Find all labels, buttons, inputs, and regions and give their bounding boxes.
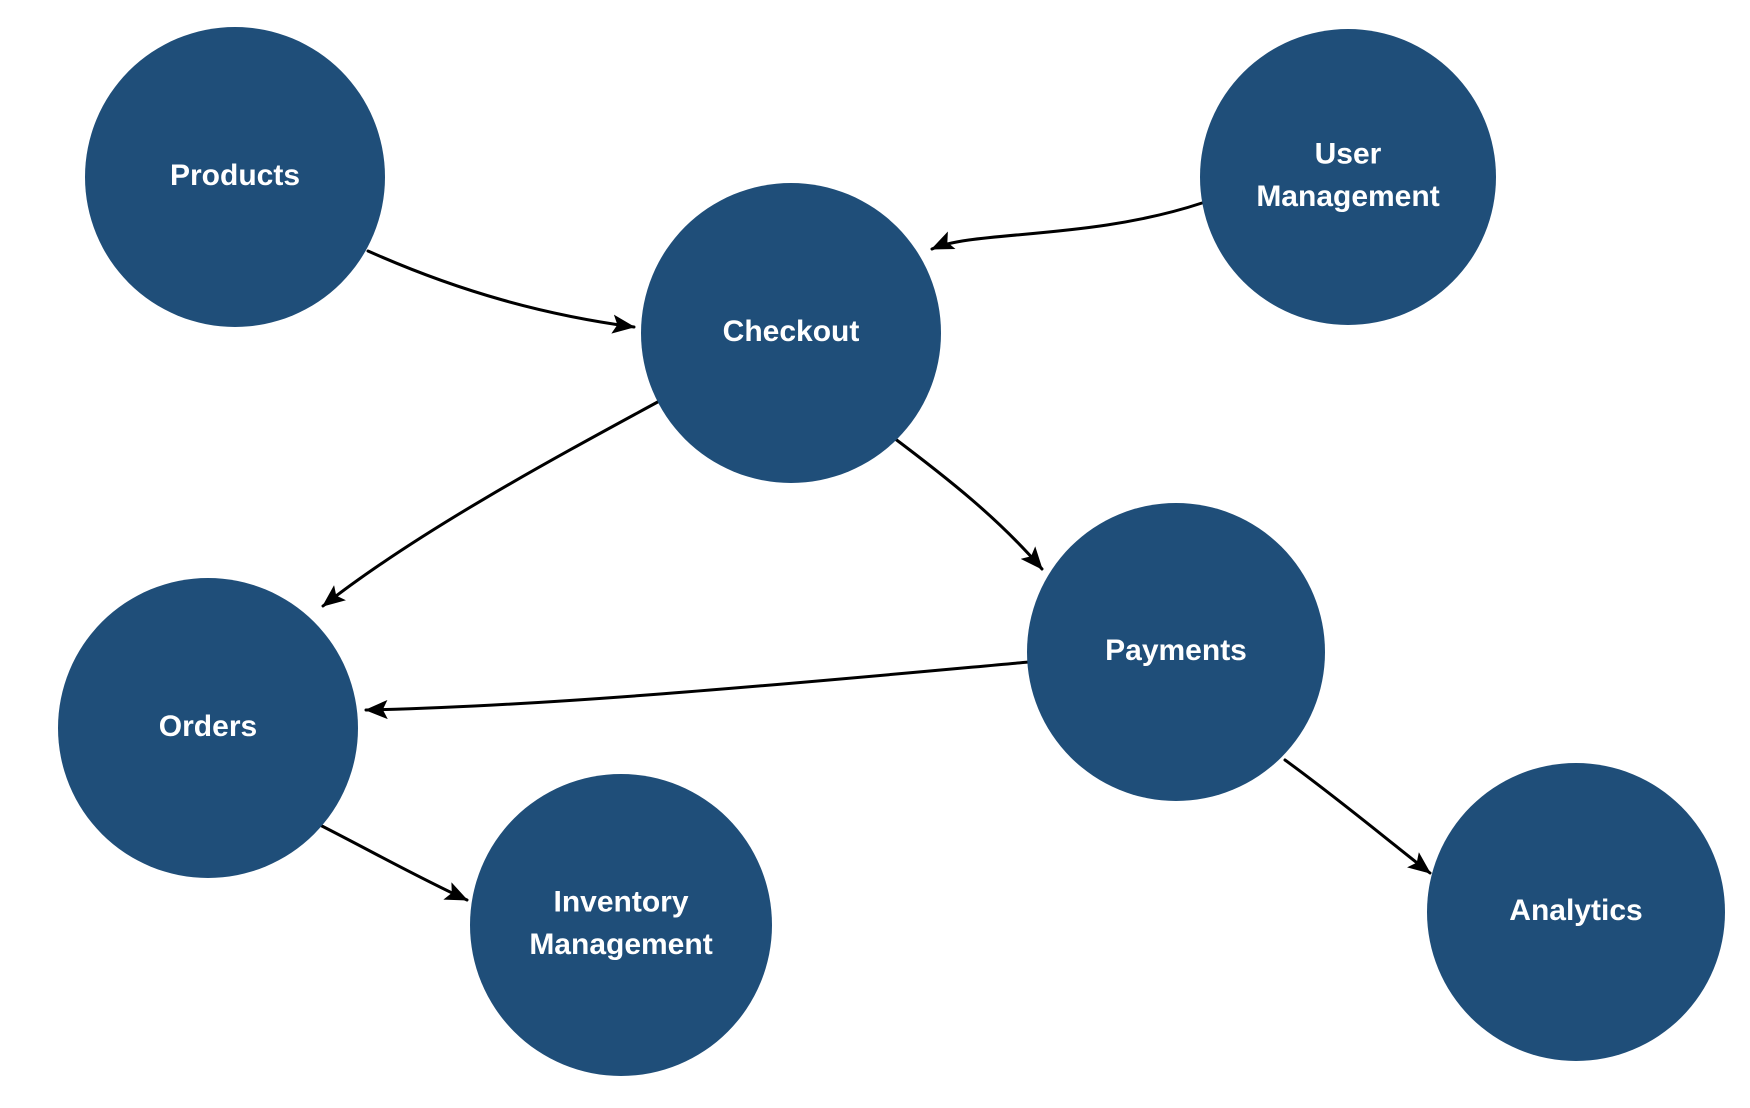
- node-label-checkout: Checkout: [723, 315, 860, 348]
- node-analytics[interactable]: Analytics: [1427, 763, 1725, 1061]
- node-label-inventory-management: Management: [529, 928, 712, 961]
- node-label-inventory-management: Inventory: [553, 886, 688, 919]
- node-payments[interactable]: Payments: [1027, 503, 1325, 801]
- node-label-payments: Payments: [1105, 634, 1247, 667]
- node-label-products: Products: [170, 159, 300, 192]
- node-orders[interactable]: Orders: [58, 578, 358, 878]
- node-products[interactable]: Products: [85, 27, 385, 327]
- node-circle-orders[interactable]: [58, 578, 358, 878]
- node-label-analytics: Analytics: [1509, 894, 1642, 927]
- node-label-user-management: User: [1315, 138, 1382, 171]
- edge-checkout-to-orders: [321, 396, 667, 608]
- node-label-user-management: Management: [1256, 180, 1439, 213]
- node-circle-payments[interactable]: [1027, 503, 1325, 801]
- edge-checkout-to-payments: [888, 433, 1044, 571]
- edge-orders-to-inventory-management: [316, 822, 469, 902]
- node-label-orders: Orders: [159, 710, 257, 743]
- node-circle-inventory-management[interactable]: [470, 774, 772, 1076]
- node-circle-user-management[interactable]: [1200, 29, 1496, 325]
- nodes-layer: ProductsCheckoutUserManagementOrdersPaym…: [58, 27, 1725, 1076]
- node-circle-analytics[interactable]: [1427, 763, 1725, 1061]
- node-circle-products[interactable]: [85, 27, 385, 327]
- edge-products-to-checkout: [366, 249, 636, 334]
- node-checkout[interactable]: Checkout: [641, 183, 941, 483]
- edge-user-management-to-checkout: [930, 201, 1204, 251]
- edge-payments-to-orders: [364, 660, 1031, 720]
- node-circle-checkout[interactable]: [641, 183, 941, 483]
- edges-layer: [316, 201, 1432, 902]
- edge-payments-to-analytics: [1283, 758, 1432, 875]
